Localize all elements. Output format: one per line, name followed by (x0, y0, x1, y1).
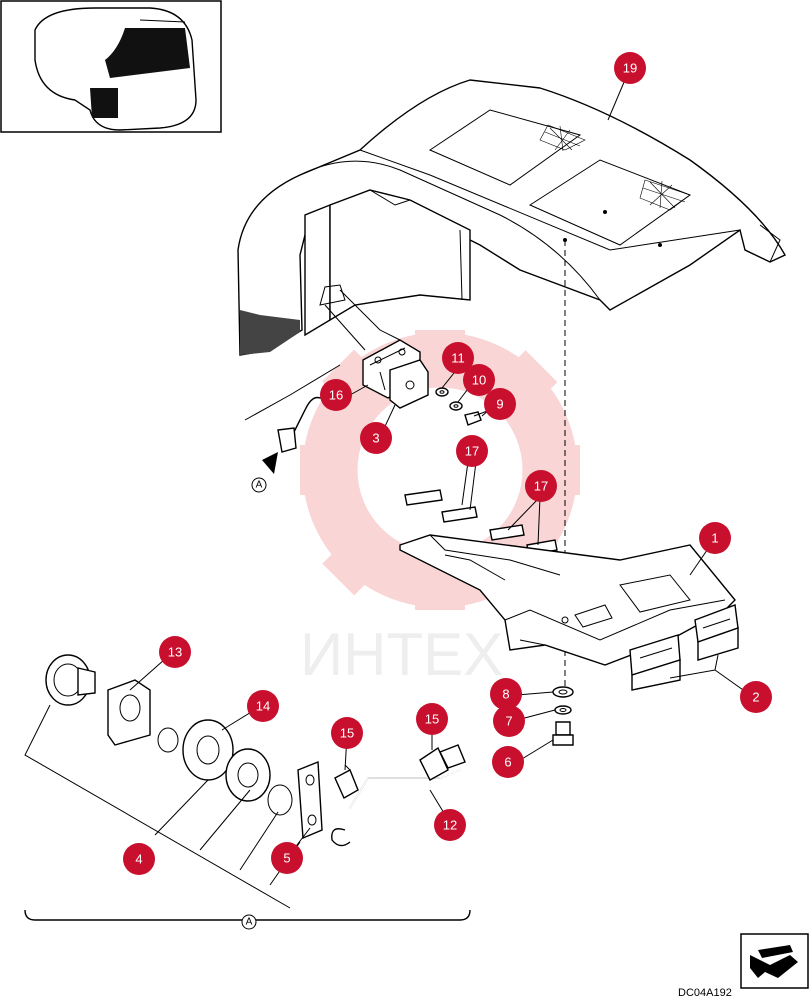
callout-8: 8 (490, 678, 522, 710)
callout-14: 14 (247, 690, 279, 722)
callout-19: 19 (614, 52, 646, 84)
lock-washer-7 (554, 705, 572, 715)
svg-text:3: 3 (372, 431, 379, 446)
pad-17-a (404, 489, 443, 506)
svg-text:14: 14 (256, 699, 270, 714)
hinge-plate-2-left (629, 634, 681, 691)
next-page-arrow-icon[interactable] (740, 933, 809, 989)
svg-text:9: 9 (496, 397, 503, 412)
callout-5: 5 (271, 842, 303, 874)
svg-text:19: 19 (623, 61, 637, 76)
e-clip (331, 828, 351, 847)
callout-16: 16 (320, 379, 352, 411)
rod-12 (349, 769, 461, 809)
callout-1: 1 (699, 522, 731, 554)
svg-text:15: 15 (425, 712, 439, 727)
callout-17-left: 17 (456, 435, 488, 467)
callout-15-right: 15 (416, 703, 448, 735)
callout-13: 13 (159, 636, 191, 668)
watermark-text: ИНТЕХ (300, 621, 503, 688)
drawing-code: DC04A192 (678, 987, 732, 999)
clip-15-right (419, 744, 466, 781)
svg-text:11: 11 (451, 351, 465, 366)
callout-10: 10 (463, 364, 495, 396)
svg-text:2: 2 (752, 690, 759, 705)
pad-17-b (441, 506, 478, 523)
svg-text:1: 1 (711, 531, 718, 546)
svg-text:16: 16 (329, 388, 343, 403)
callout-3: 3 (360, 422, 392, 454)
hinge-plate-2-right (694, 604, 739, 661)
svg-text:17: 17 (534, 479, 548, 494)
svg-text:A: A (256, 480, 263, 491)
canopy-roof (237, 79, 786, 356)
hinge-assembly (324, 289, 429, 409)
svg-text:13: 13 (168, 645, 182, 660)
base-frame (399, 534, 736, 666)
callout-6: 6 (492, 746, 524, 778)
svg-text:4: 4 (135, 852, 142, 867)
bolt-6 (552, 721, 574, 746)
knob-4 (45, 654, 96, 706)
oring (157, 727, 179, 753)
callout-15-left: 15 (331, 717, 363, 749)
mesh-panel-rear (539, 124, 586, 152)
callout-2: 2 (740, 681, 772, 713)
washer-14 (182, 719, 234, 781)
plate-5 (297, 760, 323, 840)
mesh-panel-front (639, 179, 691, 211)
washer-8 (552, 686, 574, 698)
svg-text:15: 15 (340, 726, 354, 741)
ring-washer (267, 784, 293, 816)
callout-4: 4 (123, 843, 155, 875)
svg-text:6: 6 (504, 755, 511, 770)
svg-text:17: 17 (465, 444, 479, 459)
svg-text:10: 10 (472, 373, 486, 388)
callout-17-right: 17 (525, 470, 557, 502)
callout-7: 7 (493, 705, 525, 737)
svg-text:12: 12 (443, 818, 457, 833)
detail-a-bracket: A (24, 909, 471, 930)
callout-9: 9 (484, 388, 516, 420)
clip-15-left (334, 764, 359, 799)
cable-connector (244, 364, 341, 474)
svg-text:8: 8 (502, 687, 509, 702)
svg-text:7: 7 (505, 714, 512, 729)
bracket-13 (107, 679, 151, 746)
callout-11: 11 (442, 342, 474, 374)
callout-12: 12 (434, 809, 466, 841)
svg-text:A: A (246, 917, 253, 928)
washer-11 (435, 387, 449, 397)
svg-text:5: 5 (283, 851, 290, 866)
detail-marker-a-top: A (251, 477, 267, 493)
washer-10 (449, 401, 463, 411)
thick-washer (225, 748, 271, 802)
canopy-overview-thumbnail (0, 0, 222, 133)
